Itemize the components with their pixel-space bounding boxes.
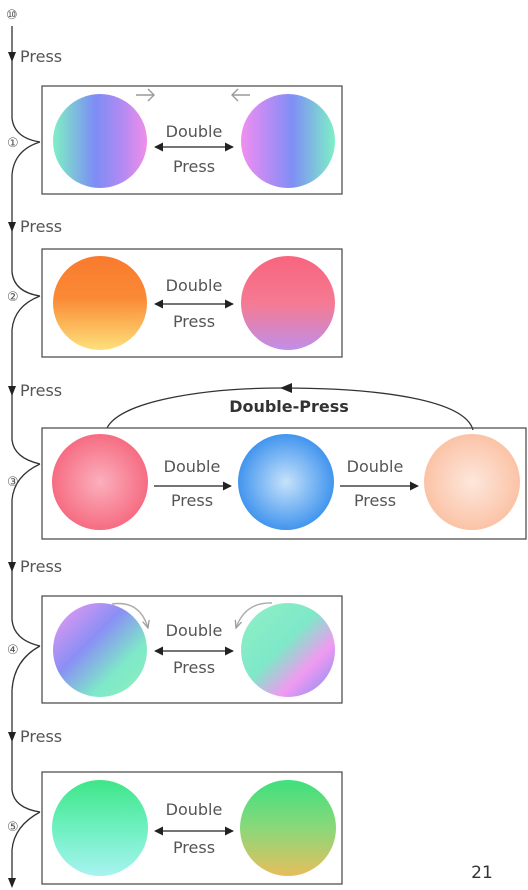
return-arrowhead [280,383,292,393]
stage-marker: ① [7,136,19,151]
press-label: Press [171,491,213,510]
double-label: Double [166,276,223,295]
color-circle [424,434,520,530]
flow-arrowhead [8,732,16,742]
stage-marker: ⑤ [7,820,19,835]
stage-box [41,427,527,540]
color-circle [52,434,148,530]
flow-line [11,26,41,884]
flow-arrowhead [8,222,16,232]
double-label: Double [347,457,404,476]
double-label: Double [166,800,223,819]
color-circle [241,94,335,188]
flow-arrowhead [8,52,16,62]
flow-arrowhead [8,878,16,888]
color-circle [241,603,335,697]
stage-marker: ④ [7,643,19,658]
press-label: Press [20,381,62,400]
press-label: Press [20,727,62,746]
flow-arrowhead [8,562,16,572]
press-label: Press [173,157,215,176]
stage-box [41,771,343,885]
stage-marker: ② [7,290,19,305]
scroll-right-icon [136,88,155,102]
stage-box [41,248,343,358]
double-label: Double [166,122,223,141]
press-label: Press [173,838,215,857]
stage-box [41,85,343,195]
stage-box [41,595,343,704]
color-circle [52,780,148,876]
press-label: Press [354,491,396,510]
press-label: Press [20,217,62,236]
color-circle [241,256,335,350]
color-circle [53,256,147,350]
flow-arrowhead [8,386,16,396]
color-circle [240,780,336,876]
page-number: 21 [471,863,493,883]
color-circle [53,94,147,188]
press-label: Press [173,658,215,677]
double-press-label: Double-Press [229,397,349,416]
press-label: Press [20,557,62,576]
color-circle [53,603,147,697]
double-label: Double [166,621,223,640]
rotate-counterclockwise-icon [236,602,273,628]
color-circle [238,434,334,530]
start-marker: ⑩ [6,8,18,23]
double-label: Double [164,457,221,476]
stage-marker: ③ [7,475,19,490]
press-label: Press [173,312,215,331]
press-label: Press [20,47,62,66]
rotate-clockwise-icon [111,602,148,629]
scroll-left-icon [231,88,250,102]
